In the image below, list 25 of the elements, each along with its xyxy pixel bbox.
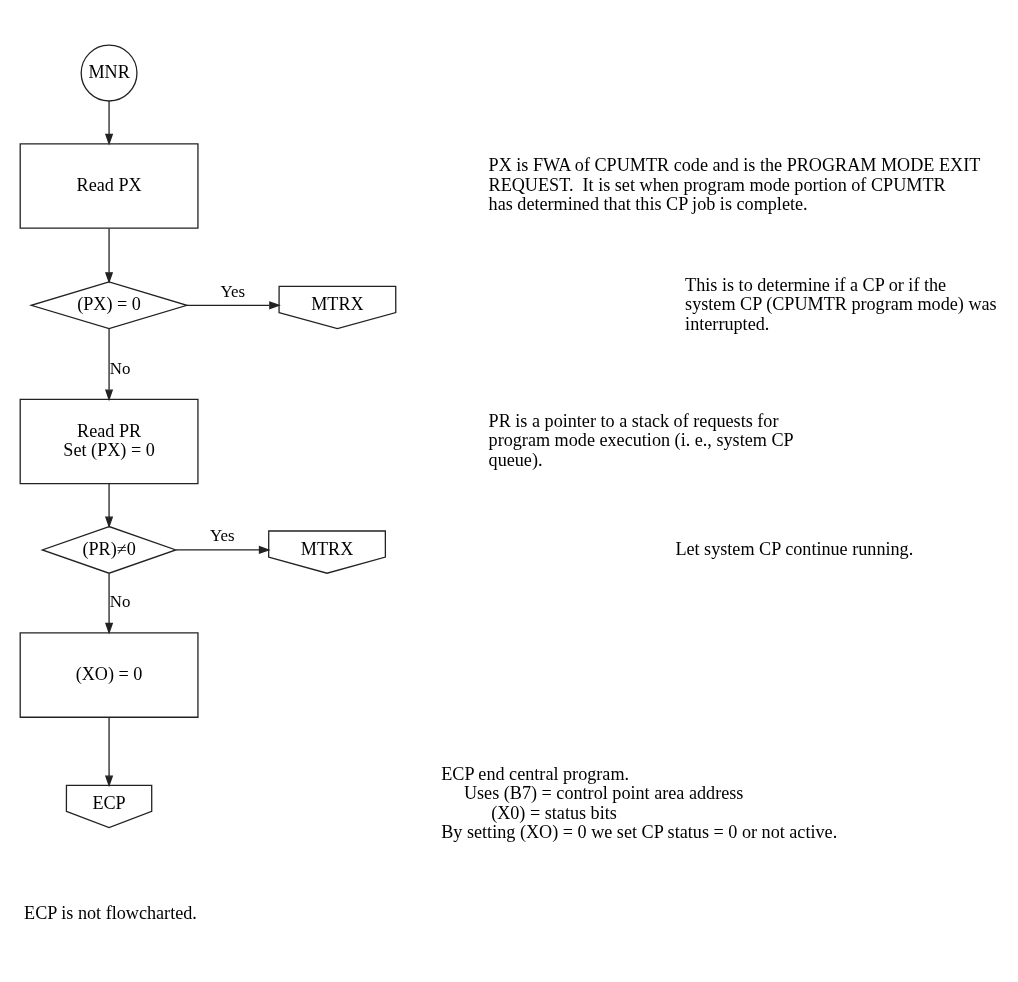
arrow xyxy=(104,227,114,284)
edge-label: Yes xyxy=(209,525,235,545)
edge-label: Yes xyxy=(220,281,246,301)
node-box: Read PX xyxy=(19,142,199,229)
arrow xyxy=(104,99,114,146)
arrow xyxy=(104,327,114,401)
edge-label: No xyxy=(109,591,131,611)
label: PR is a pointer to a stack of requests for program mode execution (i. e., system CP queue). xyxy=(488,410,794,470)
arrow xyxy=(104,716,114,787)
label: (X0) = status bits xyxy=(491,802,617,823)
label: Let system CP continue running. xyxy=(675,538,914,559)
node-box: Read PR Set (PX) = 0 xyxy=(19,398,199,484)
arrow xyxy=(175,545,271,554)
arrow xyxy=(104,482,114,528)
arrow xyxy=(186,300,281,309)
label: PX is FWA of CPUMTR code and is the PROGRAM MODE EXIT REQUEST. It is set when program mode portion of CPUMTR has determined that this CP job is complete. xyxy=(488,154,981,214)
label: ECP end central program. xyxy=(441,763,630,784)
node-circle: MNR xyxy=(80,44,138,102)
node-box: (XO) = 0 xyxy=(19,631,199,718)
label: This is to determine if a CP or if the system CP (CPUMTR program mode) was interrupted. xyxy=(685,274,997,334)
arrow xyxy=(104,572,114,635)
label: ECP is not flowcharted. xyxy=(24,902,197,923)
edge-label: No xyxy=(109,358,131,378)
node-diamond: (PR)≠0 xyxy=(40,525,178,574)
node-diamond: (PX) = 0 xyxy=(28,280,190,329)
